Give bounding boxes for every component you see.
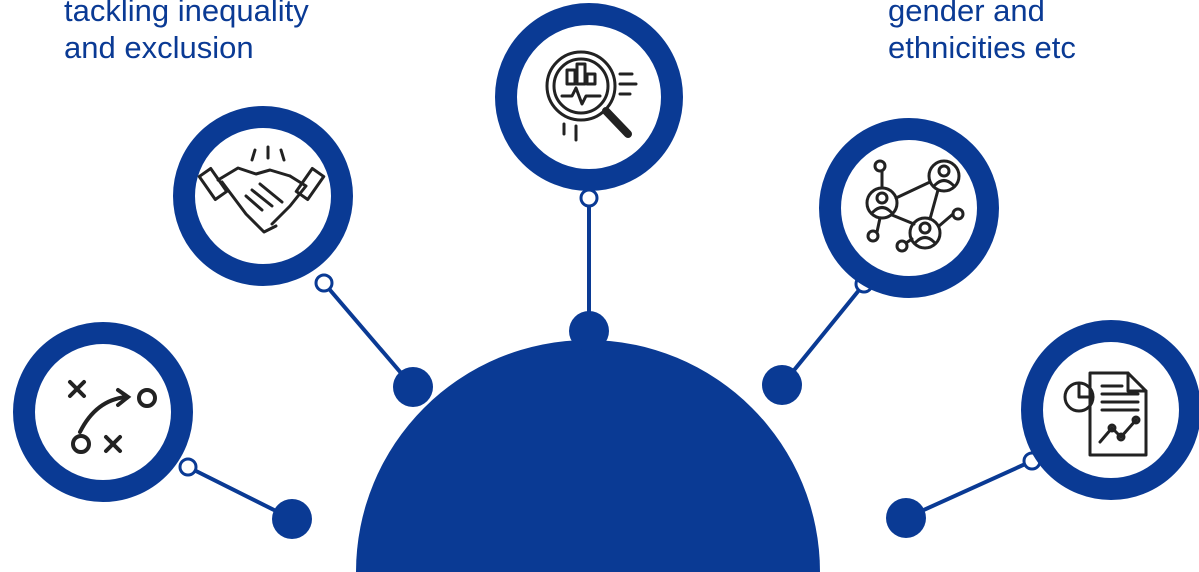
connector-anchor	[314, 273, 334, 293]
right-caption-line-2: ethnicities etc	[888, 30, 1076, 66]
node-ring-partnership	[173, 106, 353, 286]
right-caption: gender and ethnicities etc	[888, 0, 1076, 66]
connector-network	[762, 274, 874, 405]
left-caption-line-2: and exclusion	[64, 30, 254, 66]
left-caption: tackling inequality and exclusion	[64, 0, 309, 66]
connector-report	[886, 451, 1042, 538]
left-caption-line-1: tackling inequality	[64, 0, 309, 28]
right-caption-line-1: gender and	[888, 0, 1045, 28]
node-ring-network	[819, 118, 999, 298]
node-ring-strategy	[13, 322, 193, 502]
report-chart-icon	[1063, 371, 1148, 457]
connector-dot	[569, 311, 609, 351]
people-network-icon	[865, 159, 965, 253]
handshake-icon	[197, 145, 326, 234]
connector-partnership	[314, 273, 433, 407]
connector-dot	[393, 367, 433, 407]
connector-dot	[886, 498, 926, 538]
connector-dot	[272, 499, 312, 539]
connector-strategy	[178, 457, 312, 539]
connector-anchor	[178, 457, 198, 477]
connector-dot	[762, 365, 802, 405]
connector-analysis	[569, 188, 609, 351]
magnifier-chart-icon	[545, 50, 638, 142]
connector-anchor	[579, 188, 599, 208]
strategy-plan-icon	[68, 380, 157, 454]
hub-semicircle	[356, 340, 820, 572]
